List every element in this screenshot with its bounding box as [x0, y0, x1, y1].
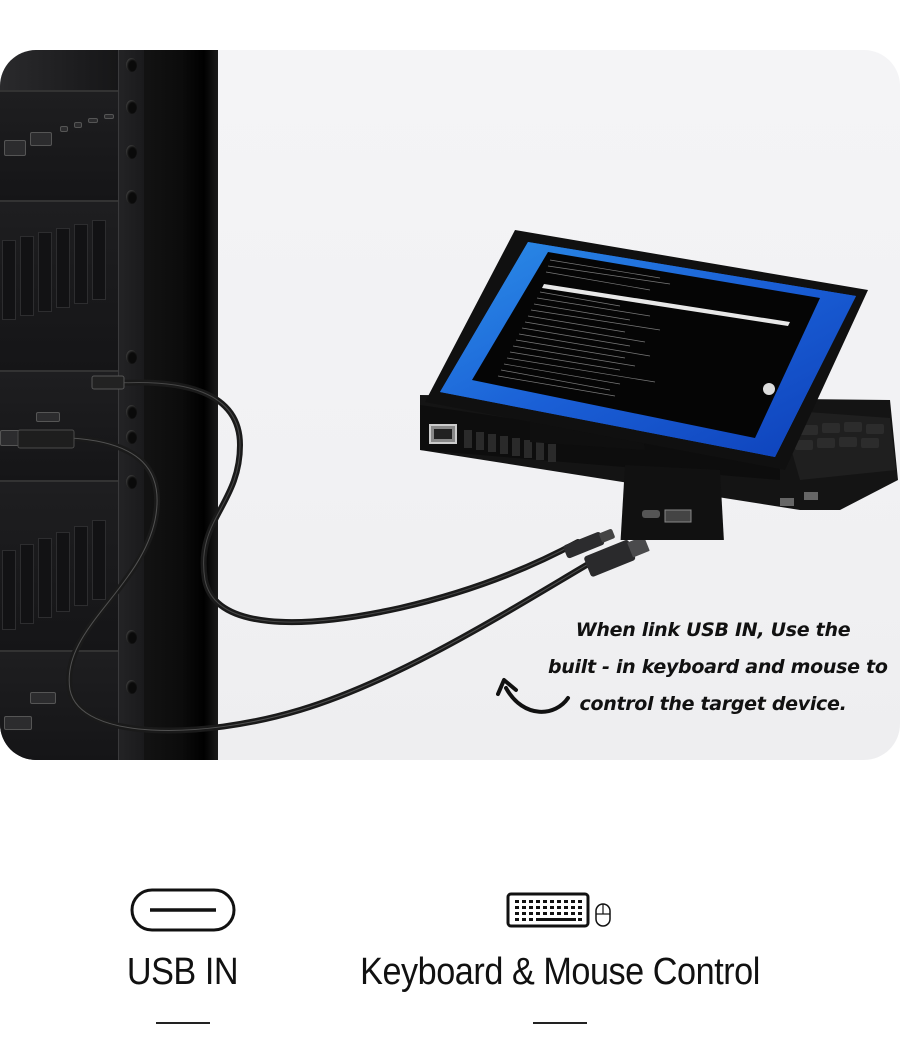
- rack-side-edge: [183, 50, 218, 760]
- feature-usb-in: USB IN: [110, 880, 255, 1024]
- vent-slot: [92, 520, 106, 600]
- vent-slot: [38, 232, 52, 312]
- product-hero-image: When link USB IN, Use the built - in key…: [0, 50, 900, 760]
- feature-label: USB IN: [126, 951, 239, 993]
- rack-panel: [0, 90, 118, 200]
- server-rack: [0, 50, 218, 760]
- rack-panel: [0, 650, 118, 760]
- caption-line-1: When link USB IN, Use the: [575, 619, 851, 641]
- rack-panel-vents: [0, 200, 118, 370]
- rack-panel-vents: [0, 480, 118, 650]
- keyboard-mouse-icon: [330, 880, 790, 940]
- curved-arrow-icon: [496, 678, 570, 714]
- vent-slot: [74, 526, 88, 606]
- usb-port: [74, 122, 82, 128]
- usb-cables: [17, 375, 650, 734]
- vent-slot: [2, 240, 16, 320]
- vent-slot: [56, 532, 70, 612]
- vent-slot: [38, 538, 52, 618]
- divider: [155, 1022, 210, 1024]
- vent-slot: [2, 550, 16, 630]
- serial-port: [4, 140, 26, 156]
- usb-port: [60, 126, 68, 132]
- feature-row: USB IN Keyboard & Mouse Control: [0, 880, 900, 1030]
- vent-slot: [92, 220, 106, 300]
- usb-port: [104, 114, 114, 119]
- divider: [533, 1022, 587, 1024]
- caption-line-2: built - in keyboard and mouse to: [548, 656, 888, 678]
- vent-slot: [20, 236, 34, 316]
- handwritten-caption: When link USB IN, Use the built - in key…: [548, 612, 888, 723]
- hdmi-port: [30, 692, 56, 704]
- usb-c-port-icon: [110, 880, 255, 940]
- feature-label: Keyboard & Mouse Control: [360, 951, 760, 993]
- vga-port: [30, 132, 52, 146]
- vga-port: [36, 412, 60, 422]
- caption-line-3: control the target device.: [579, 693, 847, 715]
- usb-port: [88, 118, 98, 123]
- pocket-laptop: [420, 230, 898, 540]
- hdmi-port: [4, 716, 32, 730]
- vent-slot: [56, 228, 70, 308]
- rack-rail: [118, 50, 144, 760]
- feature-keyboard-mouse: Keyboard & Mouse Control: [330, 880, 790, 1024]
- vent-slot: [74, 224, 88, 304]
- vent-slot: [20, 544, 34, 624]
